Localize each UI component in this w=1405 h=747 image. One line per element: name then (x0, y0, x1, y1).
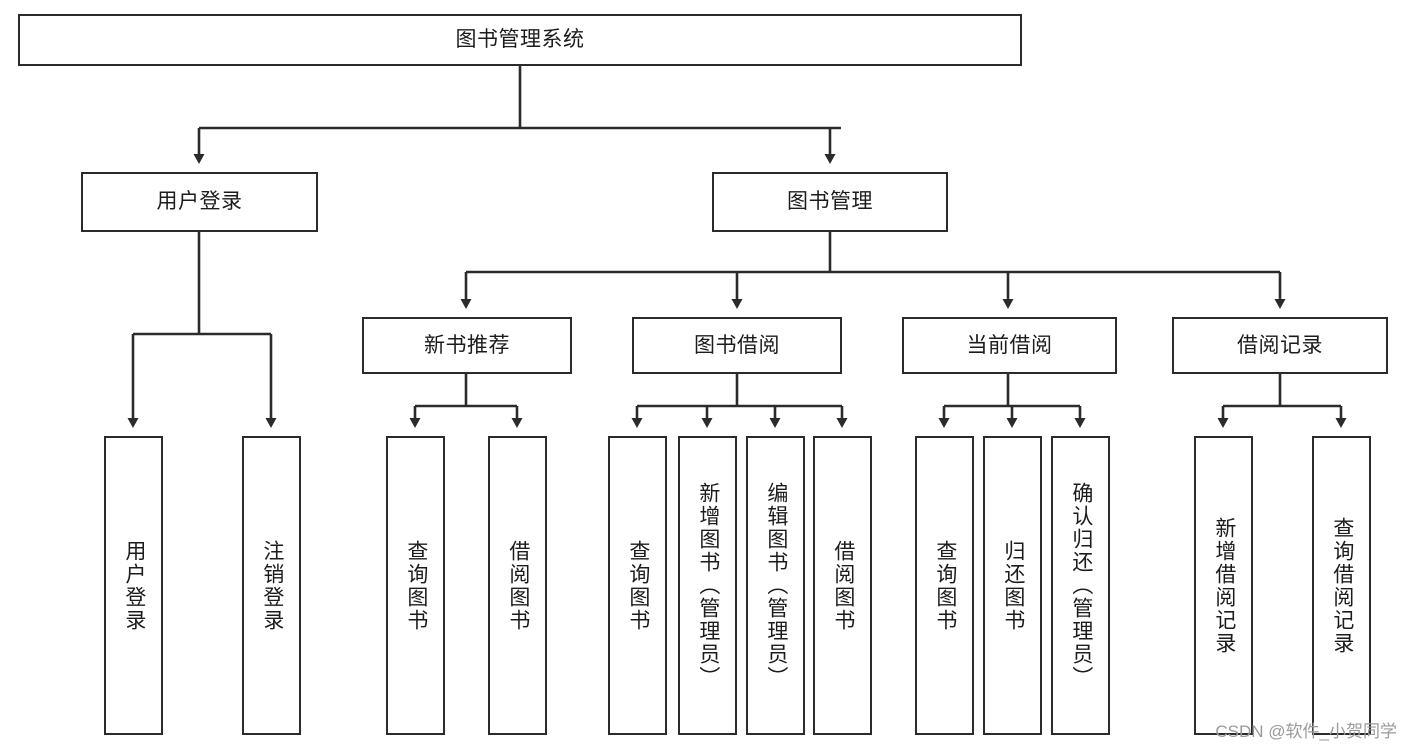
node-label: 查询图书 (404, 539, 428, 632)
node-new-book-recommend[interactable]: 新书推荐 (362, 317, 572, 374)
node-label: 新书推荐 (424, 333, 510, 357)
node-label: 借阅图书 (831, 539, 855, 632)
leaf-current-query-book[interactable]: 查询图书 (915, 436, 974, 735)
leaf-user-login-login[interactable]: 用户登录 (104, 436, 163, 735)
node-user-login[interactable]: 用户登录 (81, 172, 318, 232)
node-label: 借阅记录 (1237, 333, 1323, 357)
leaf-borrow-add-book[interactable]: 新增图书（管理员） (678, 436, 737, 735)
node-root-system[interactable]: 图书管理系统 (18, 14, 1022, 66)
node-label: 借阅图书 (506, 539, 530, 632)
node-label: 图书管理 (787, 190, 873, 214)
leaf-record-query-record[interactable]: 查询借阅记录 (1312, 436, 1371, 735)
leaf-borrow-query-book[interactable]: 查询图书 (608, 436, 667, 735)
node-label: 用户登录 (156, 190, 243, 214)
leaf-borrow-edit-book[interactable]: 编辑图书（管理员） (746, 436, 805, 735)
node-label: 当前借阅 (966, 333, 1053, 357)
node-label: 图书借阅 (694, 333, 780, 357)
leaf-borrow-borrow-book[interactable]: 借阅图书 (813, 436, 872, 735)
node-label: 查询图书 (626, 539, 650, 632)
node-label: 新增图书（管理员） (696, 482, 720, 689)
leaf-user-login-logout[interactable]: 注销登录 (242, 436, 301, 735)
node-book-borrow[interactable]: 图书借阅 (632, 317, 842, 374)
leaf-current-return-book[interactable]: 归还图书 (983, 436, 1042, 735)
node-current-borrow[interactable]: 当前借阅 (902, 317, 1117, 374)
node-label: 图书管理系统 (455, 28, 585, 52)
node-label: 注销登录 (260, 539, 284, 632)
node-label: 确认归还（管理员） (1069, 482, 1093, 689)
node-label: 新增借阅记录 (1212, 516, 1236, 655)
node-label: 查询借阅记录 (1330, 516, 1354, 655)
node-label: 查询图书 (933, 539, 957, 632)
node-label: 编辑图书（管理员） (764, 482, 788, 689)
node-borrow-record[interactable]: 借阅记录 (1172, 317, 1388, 374)
node-label: 用户登录 (122, 539, 146, 632)
leaf-new-book-query[interactable]: 查询图书 (386, 436, 445, 735)
node-label: 归还图书 (1001, 539, 1025, 632)
leaf-record-add-record[interactable]: 新增借阅记录 (1194, 436, 1253, 735)
node-book-management[interactable]: 图书管理 (712, 172, 948, 232)
leaf-new-book-borrow[interactable]: 借阅图书 (488, 436, 547, 735)
leaf-current-confirm-return[interactable]: 确认归还（管理员） (1051, 436, 1110, 735)
